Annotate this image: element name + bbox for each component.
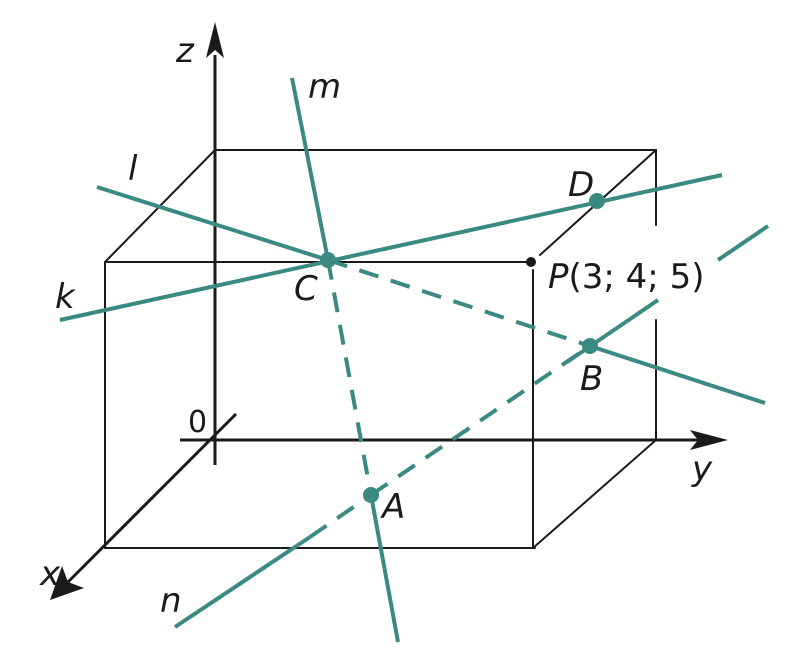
label-line-m: m	[308, 67, 341, 107]
label-point-P-coords: (3; 4; 5)	[569, 257, 705, 297]
label-y-axis: y	[691, 449, 713, 489]
label-point-D: D	[568, 165, 594, 205]
z-axis-arrow-icon	[206, 22, 224, 58]
label-origin: 0	[188, 405, 207, 440]
label-point-P: P(3; 4; 5)	[548, 257, 704, 297]
line-n-upper	[565, 298, 660, 364]
labels: z y x 0 m l k n C D B A P(3; 4; 5)	[39, 31, 713, 621]
label-point-P-letter: P	[548, 257, 569, 297]
label-z-axis: z	[175, 31, 195, 71]
label-line-k: k	[55, 277, 76, 317]
axes	[50, 22, 728, 600]
point-C	[320, 252, 336, 268]
y-axis-arrow-icon	[690, 430, 728, 450]
point-D	[589, 193, 605, 209]
teal-dashed	[308, 258, 592, 539]
box-bottom-right-diag	[532, 439, 657, 549]
line-n-lower	[173, 535, 312, 629]
line-cb-extension	[589, 344, 766, 405]
label-line-n: n	[160, 581, 182, 621]
point-P	[526, 257, 536, 267]
line-k	[59, 173, 723, 322]
label-point-B: B	[580, 359, 603, 399]
label-line-l: l	[128, 149, 138, 189]
x-axis	[66, 412, 238, 584]
teal-lines	[59, 77, 770, 643]
point-A	[363, 487, 379, 503]
points	[320, 193, 605, 503]
point-B	[582, 338, 598, 354]
segment-AB	[369, 344, 592, 497]
line-m-upper	[290, 77, 330, 261]
line-n-tail	[716, 224, 770, 262]
x-axis-arrow-icon	[50, 566, 84, 600]
line-m-lower	[369, 494, 400, 643]
label-point-C: C	[294, 269, 318, 309]
segment-CB	[327, 258, 591, 348]
line-l	[96, 185, 329, 262]
label-point-A: A	[380, 487, 405, 527]
segment-CA	[326, 259, 373, 496]
label-x-axis: x	[39, 554, 61, 594]
segment-nA	[308, 493, 373, 539]
